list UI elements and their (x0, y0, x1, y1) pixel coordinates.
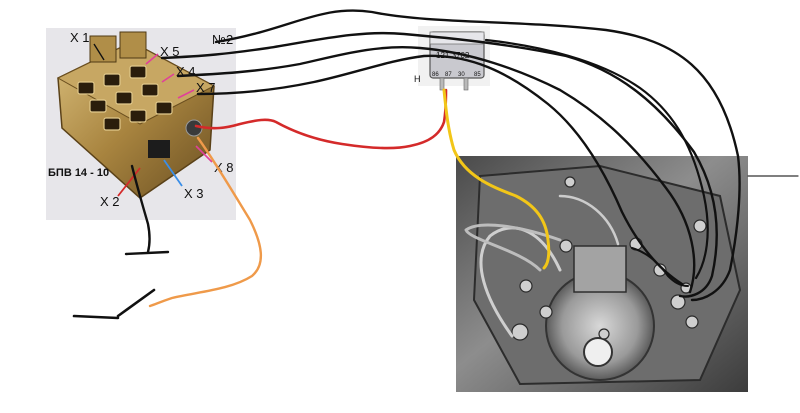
block-header-mark: №2 (212, 32, 233, 47)
pointer-x4 (161, 73, 175, 83)
relay-pin-left (439, 77, 445, 91)
terminal-label-x7: X 7 (196, 80, 216, 95)
relay-pin-mark-87: 87 (445, 72, 452, 78)
pointer-x2 (117, 167, 141, 197)
pointer-x7 (177, 89, 195, 99)
fuse-block: №2 БПВ 14 - 10 (46, 28, 236, 220)
black-wire-4 (196, 54, 684, 286)
fuse-sockets (77, 65, 173, 131)
connector-x3 (148, 140, 170, 158)
pointer-x8 (195, 145, 213, 163)
distributor-gray-wire-a (479, 226, 562, 338)
ground-symbol (124, 250, 170, 256)
distributor-gray-wire-b (464, 223, 562, 272)
terminal-labels: X 1 X 5 X 4 X 7 X 3 X 8 X 2 (70, 30, 234, 209)
distributor-bolts (511, 176, 707, 341)
black-wire-1 (214, 9, 741, 302)
terminal-label-x3: X 3 (184, 186, 204, 201)
ground-wire (130, 164, 151, 254)
black-wire-2 (160, 31, 718, 298)
relay-part-number: 121.3702 (436, 51, 470, 60)
yellow-wire (442, 88, 551, 270)
relay-pin-mark-30: 30 (458, 72, 465, 78)
fuse-clip-right (119, 31, 147, 59)
distributor-shaft (583, 337, 613, 367)
terminal-label-x1: X 1 (70, 30, 90, 45)
orange-wire (148, 136, 263, 308)
switch-contact-line (72, 314, 120, 320)
pointer-x3 (163, 159, 183, 187)
pointer-x5 (145, 53, 159, 65)
relay-side-mark: H (414, 74, 421, 84)
switch-lever (116, 288, 156, 318)
black-wire-6 (631, 247, 689, 287)
red-wire (194, 88, 448, 150)
black-wire-3 (176, 46, 696, 294)
terminal-label-x2: X 2 (100, 194, 120, 209)
distributor-gray-wire-c (558, 194, 620, 246)
relay: 121.3702 86 85 87 30 H (414, 26, 490, 91)
relay-pin-mark-85: 85 (474, 72, 481, 78)
terminal-label-x5: X 5 (160, 44, 180, 59)
block-model-label: БПВ 14 - 10 (48, 167, 109, 179)
relay-pin-right (463, 77, 469, 91)
black-wire-5 (484, 38, 709, 280)
distributor-module (573, 245, 627, 293)
wires (72, 9, 741, 320)
relay-pin-mark-86: 86 (432, 72, 439, 78)
pointer-x1 (93, 43, 105, 61)
